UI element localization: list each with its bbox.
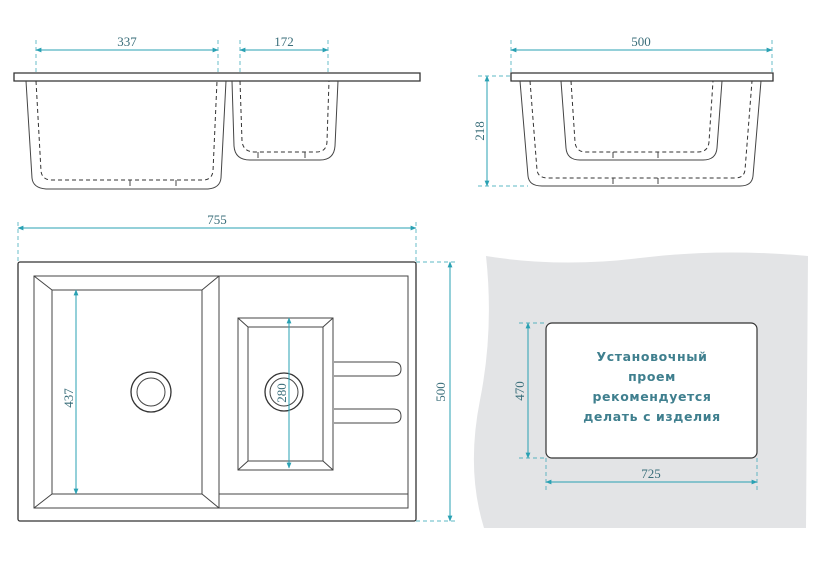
dim-label-218: 218 [472, 121, 487, 141]
dimension-total-length: 755 [17, 212, 417, 262]
dim-label-500-side: 500 [433, 382, 448, 402]
dim-label-470: 470 [512, 381, 527, 401]
dim-label-500-top: 500 [631, 34, 651, 49]
note-line-4: делать с изделия [583, 409, 721, 424]
dimension-left-bowl-width: 337 [35, 34, 219, 73]
dim-label-280: 280 [274, 383, 289, 403]
dim-label-725: 725 [641, 466, 661, 481]
dim-label-437: 437 [61, 388, 76, 408]
side-section-view [510, 72, 774, 187]
dimension-cutout-height: 470 [512, 322, 546, 459]
note-line-2: проем [628, 369, 676, 384]
left-drain-icon [130, 371, 172, 413]
dim-label-172: 172 [274, 34, 294, 49]
note-line-3: рекомендуется [592, 389, 711, 404]
dimension-total-width: 500 [416, 261, 458, 522]
dim-label-337: 337 [117, 34, 137, 49]
dimension-left-bowl-length: 437 [61, 289, 79, 495]
right-drain-icon [264, 372, 304, 412]
dimension-right-bowl-length: 280 [274, 317, 292, 469]
dimension-right-bowl-width: 172 [239, 34, 329, 73]
cutout-opening [545, 322, 758, 459]
dimension-depth: 218 [472, 75, 528, 187]
front-section-view [13, 72, 421, 190]
dimension-side-width: 500 [510, 34, 773, 73]
countertop-cutout: Установочный проем рекомендуется делать … [473, 252, 808, 528]
note-line-1: Установочный [597, 349, 708, 364]
dimension-cutout-width: 725 [545, 458, 758, 490]
sink-top-view [17, 261, 417, 522]
dim-label-755: 755 [207, 212, 227, 227]
